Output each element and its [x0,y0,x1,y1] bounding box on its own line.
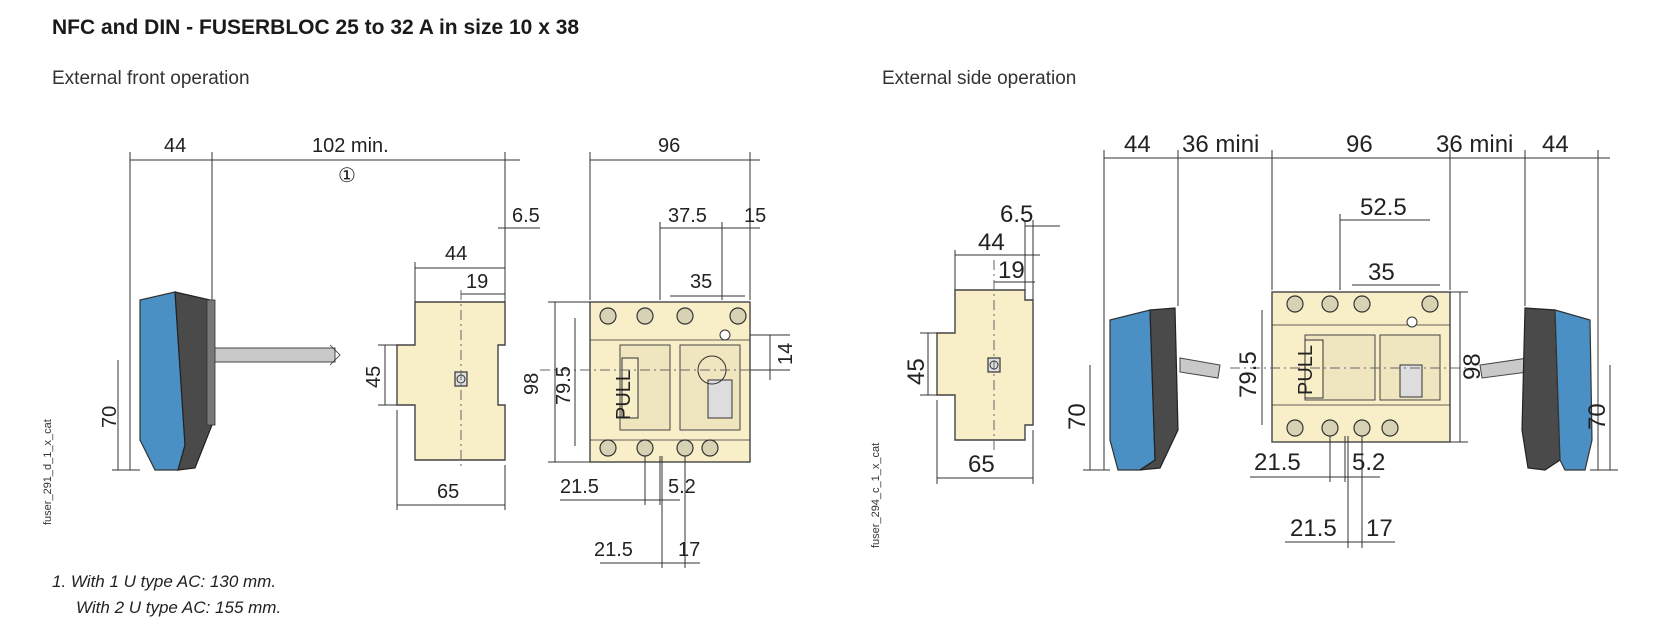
footnote-line-1: 1. With 1 U type AC: 130 mm. [52,572,277,591]
front-dim-79-5: 79.5 [553,366,575,405]
side-dim-35: 35 [1368,259,1395,286]
front-pull-label: PULL [613,370,635,420]
front-dim-44-mid: 44 [445,243,467,265]
front-dim-44-top: 44 [164,135,186,157]
side-dim-52-5: 52.5 [1360,194,1407,221]
side-dim-79-5: 79.5 [1235,351,1262,398]
footnote-line-2: With 2 U type AC: 155 mm. [76,598,282,617]
side-dim-65: 65 [968,451,995,478]
front-dim-21-5-a: 21.5 [560,476,599,498]
side-dim-44: 44 [978,229,1005,256]
front-dim-14: 14 [775,343,797,365]
front-note-marker: ① [338,165,356,187]
front-dim-35: 35 [690,271,712,293]
front-dim-70: 70 [99,406,121,428]
front-shaft [214,344,341,366]
front-dim-98: 98 [521,373,543,395]
side-dim-5-2: 5.2 [1352,449,1385,476]
side-dim-21-5-b: 21.5 [1290,515,1337,542]
side-pull-label: PULL [1295,345,1317,395]
side-terminals-top [1286,295,1439,313]
front-dim-45: 45 [363,366,385,388]
side-dim-6-5: 6.5 [1000,201,1033,228]
side-dim-36-right: 36 mini [1436,131,1513,158]
side-handle-left [1109,307,1221,471]
front-top-body [540,301,780,463]
side-dim-44-right: 44 [1542,131,1569,158]
side-dim-17: 17 [1366,515,1393,542]
front-dim-15: 15 [744,205,766,227]
side-dim-44-left: 44 [1124,131,1151,158]
side-dim-45: 45 [903,358,930,385]
side-dim-21-5-a: 21.5 [1254,449,1301,476]
side-dim-70-right: 70 [1584,403,1611,430]
front-dim-5-2: 5.2 [668,476,696,498]
side-dimension-lines [920,150,1618,548]
front-dim-6-5: 6.5 [512,205,540,227]
front-terminals-top [599,307,747,325]
front-dim-65: 65 [437,481,459,503]
side-top-body [1230,291,1470,443]
side-dim-96: 96 [1346,131,1373,158]
side-section-title: External side operation [882,68,1077,89]
front-side-body [396,290,506,470]
front-handle [139,291,216,471]
front-dim-17: 17 [678,539,700,561]
side-dim-70-left: 70 [1064,403,1091,430]
page-title: NFC and DIN - FUSERBLOC 25 to 32 A in si… [52,16,580,39]
front-dim-96: 96 [658,135,680,157]
front-section-title: External front operation [52,68,250,89]
side-dim-19: 19 [998,257,1025,284]
side-profile-body [936,260,1034,450]
side-dim-36-left: 36 mini [1182,131,1259,158]
front-dim-37-5: 37.5 [668,205,707,227]
side-handle-right [1479,307,1593,471]
front-dimension-lines [112,152,790,568]
front-terminals-bottom [599,439,719,457]
front-dim-102: 102 min. [312,135,389,157]
front-dim-19: 19 [466,271,488,293]
side-dim-98: 98 [1459,353,1486,380]
front-dim-21-5-b: 21.5 [594,539,633,561]
